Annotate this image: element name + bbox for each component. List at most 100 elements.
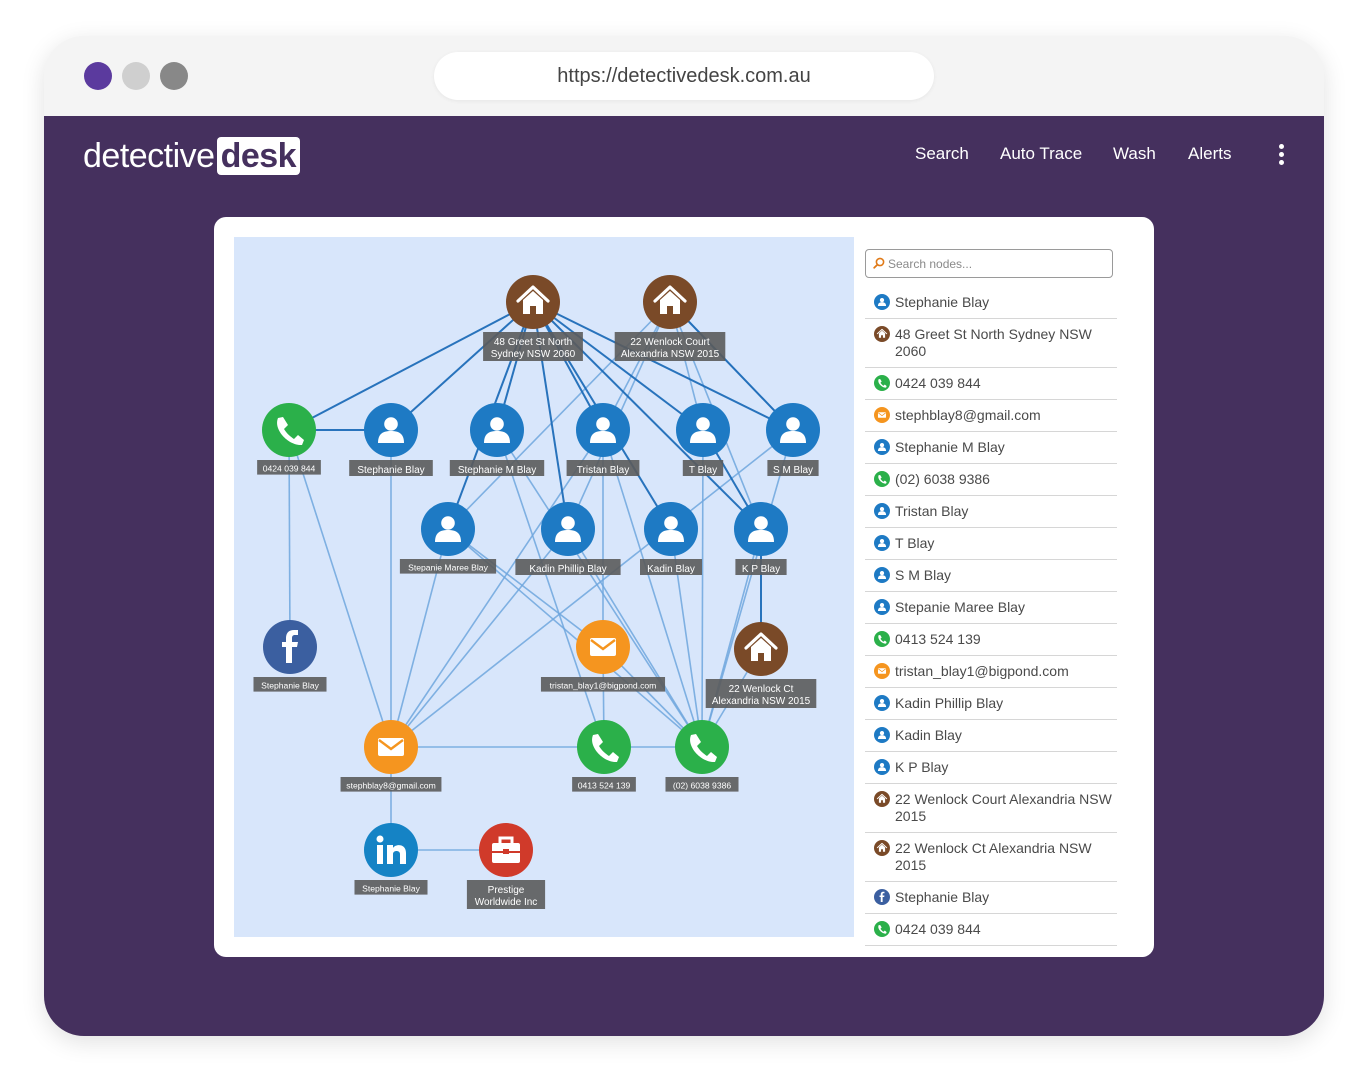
node-list-label: Kadin Phillip Blay	[895, 695, 1004, 711]
person-icon	[874, 294, 890, 310]
node-label-text: Stephanie Blay	[362, 884, 421, 894]
node-list-item[interactable]: 0424 039 844	[865, 368, 1117, 400]
node-list-item[interactable]: tristan_blay1@bigpond.com	[865, 656, 1117, 688]
node-list-item[interactable]: Stephanie M Blay	[865, 432, 1117, 464]
address-icon	[874, 326, 890, 342]
person-icon	[484, 417, 510, 443]
node-list-item[interactable]: Stephanie Blay	[865, 882, 1117, 914]
graph-node-person[interactable]: Kadin Phillip Blay	[515, 502, 621, 575]
node-list-label: K P Blay	[895, 759, 949, 775]
node-list-item[interactable]: Stepanie Maree Blay	[865, 592, 1117, 624]
node-label: K P Blay	[735, 559, 787, 575]
node-list-label: 48 Greet St North Sydney NSW 2060	[895, 326, 1092, 359]
graph-node-person[interactable]: T Blay	[676, 403, 730, 476]
graph-edge	[669, 301, 794, 431]
phone-icon	[277, 417, 304, 446]
search-nodes-box[interactable]	[865, 249, 1113, 278]
node-label-text: 0413 524 139	[578, 781, 631, 791]
person-icon	[874, 727, 890, 743]
graph-node-phone[interactable]: 0413 524 139	[572, 720, 636, 792]
kebab-menu-icon[interactable]	[1274, 144, 1290, 168]
node-list-item[interactable]: K P Blay	[865, 752, 1117, 784]
address-bar[interactable]: https://detectivedesk.com.au	[434, 52, 934, 100]
nav-wash[interactable]: Wash	[1113, 144, 1156, 163]
node-list-item[interactable]: stephblay8@gmail.com	[865, 400, 1117, 432]
email-icon	[378, 738, 404, 756]
node-label: Stephanie Blay	[253, 677, 327, 692]
window-dot-gray[interactable]	[160, 62, 188, 90]
graph-node-email[interactable]: tristan_blay1@bigpond.com	[540, 620, 666, 692]
graph-node-person[interactable]: Stephanie Blay	[349, 403, 433, 476]
node-list-item[interactable]: 22 Wenlock Court Alexandria NSW 2015	[865, 784, 1117, 833]
node-circle[interactable]	[675, 720, 729, 774]
email-icon	[590, 638, 616, 656]
node-label: (02) 6038 9386	[665, 777, 739, 792]
person-icon	[780, 417, 806, 443]
node-list-item[interactable]: Tristan Blay	[865, 496, 1117, 528]
node-list-item[interactable]: Kadin Phillip Blay	[865, 688, 1117, 720]
url-text: https://detectivedesk.com.au	[557, 64, 811, 87]
graph-edge	[532, 301, 704, 431]
node-list-item[interactable]: 22 Wenlock Ct Alexandria NSW 2015	[865, 833, 1117, 882]
node-label-text: T Blay	[689, 465, 717, 476]
node-list-item[interactable]: 0413 524 139	[865, 624, 1117, 656]
person-icon	[435, 516, 461, 542]
node-label-text: Worldwide Inc	[475, 897, 538, 908]
nav-auto-trace[interactable]: Auto Trace	[1000, 144, 1083, 163]
node-circle[interactable]	[577, 720, 631, 774]
node-label: Stepanie Maree Blay	[399, 559, 497, 574]
node-list-item[interactable]: (02) 6038 9386	[865, 464, 1117, 496]
graph-node-phone[interactable]: 0424 039 844	[257, 403, 321, 475]
graph-node-person[interactable]: Stephanie M Blay	[449, 403, 545, 476]
node-list-item[interactable]: Kadin Blay	[865, 720, 1117, 752]
graph-node-person[interactable]: K P Blay	[734, 502, 788, 575]
node-list-item[interactable]: S M Blay	[865, 560, 1117, 592]
graph-node-phone[interactable]: (02) 6038 9386	[665, 720, 739, 792]
nav-alerts[interactable]: Alerts	[1188, 144, 1232, 163]
window-dot-purple[interactable]	[84, 62, 112, 90]
nav-search[interactable]: Search	[915, 144, 969, 163]
person-icon	[874, 695, 890, 711]
person-icon	[874, 535, 890, 551]
email-icon	[874, 407, 890, 423]
node-list-item[interactable]: 48 Greet St North Sydney NSW 2060	[865, 319, 1117, 368]
graph-node-facebook[interactable]: Stephanie Blay	[253, 620, 327, 692]
node-list-label: T Blay	[895, 535, 935, 551]
graph-node-linkedin[interactable]: Stephanie Blay	[354, 823, 428, 895]
browser-chrome: https://detectivedesk.com.au	[44, 36, 1324, 116]
window-dot-light-gray[interactable]	[122, 62, 150, 90]
business-icon	[492, 836, 520, 863]
graph-node-person[interactable]: Tristan Blay	[566, 403, 640, 476]
logo[interactable]: detective desk	[83, 136, 301, 176]
node-label-text: Kadin Blay	[647, 564, 695, 575]
node-label-text: Alexandria NSW 2015	[712, 696, 811, 707]
address-icon	[516, 285, 550, 314]
graph-edge	[447, 528, 604, 648]
node-label-text: 48 Greet St North	[494, 337, 572, 348]
person-icon	[748, 516, 774, 542]
node-list-label: Stephanie M Blay	[895, 439, 1005, 455]
node-list-item[interactable]: Stephanie Blay	[865, 287, 1117, 319]
graph-node-person[interactable]: S M Blay	[766, 403, 820, 476]
node-circle[interactable]	[262, 403, 316, 457]
graph-node-email[interactable]: stephblay8@gmail.com	[340, 720, 442, 792]
graph-node-person[interactable]: Kadin Blay	[640, 502, 702, 575]
node-list-label: 22 Wenlock Court Alexandria NSW 2015	[895, 791, 1112, 824]
graph-node-person[interactable]: Stepanie Maree Blay	[399, 502, 497, 574]
node-list-item[interactable]: T Blay	[865, 528, 1117, 560]
search-nodes-input[interactable]	[888, 256, 1112, 271]
node-list-item[interactable]: 0424 039 844	[865, 914, 1117, 946]
node-label-text: Tristan Blay	[577, 465, 629, 476]
node-label-text: S M Blay	[773, 465, 813, 476]
node-list: Stephanie Blay 48 Greet St North Sydney N…	[865, 287, 1117, 946]
node-list-label: Stephanie Blay	[895, 889, 990, 905]
person-icon	[874, 567, 890, 583]
